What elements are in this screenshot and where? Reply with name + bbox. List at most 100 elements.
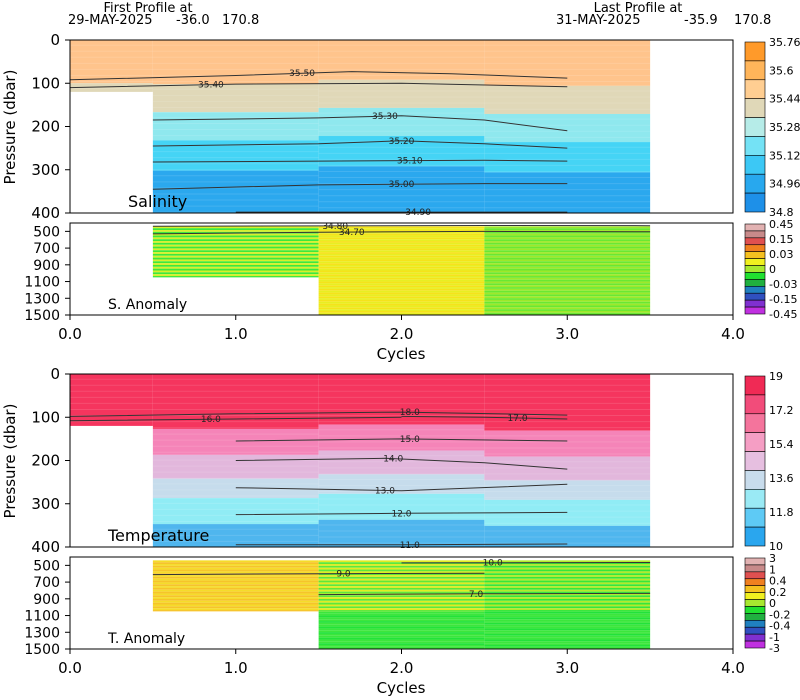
salinity-anomaly-label: S. Anomaly: [108, 297, 187, 313]
field-cell: [152, 454, 319, 479]
anomaly-cell: [152, 569, 319, 572]
colorbar-tick-label: -1: [769, 631, 780, 644]
anomaly-cell: [318, 628, 485, 631]
y-tick-label: 500: [33, 558, 60, 574]
colorbar-segment: [744, 507, 766, 528]
anomaly-cell: [484, 248, 651, 251]
anomaly-cell: [484, 261, 651, 264]
anomaly-cell: [318, 646, 485, 649]
anomaly-cell: [484, 611, 651, 614]
last-profile-date: 31-MAY-2025: [556, 13, 641, 28]
anomaly-cell: [152, 587, 319, 590]
field-cell: [484, 430, 651, 457]
y-tick-label: 1500: [24, 642, 60, 658]
anomaly-cell: [318, 281, 485, 284]
colorbar-tick-label: 35.6: [769, 64, 794, 77]
anomaly-cell: [484, 305, 651, 308]
salinity-field: [70, 40, 651, 213]
y-tick-label: 400: [31, 204, 60, 222]
contour-label: 35.20: [389, 137, 415, 147]
colorbar-tick-label: -0.4: [769, 620, 790, 633]
anomaly-cell: [318, 259, 485, 262]
temperature-anomaly-field: [152, 560, 651, 649]
colorbar-segment: [744, 640, 766, 649]
y-tick-label: 1100: [24, 275, 60, 291]
colorbar-tick-label: 0: [769, 263, 776, 276]
contour-line: [152, 572, 485, 576]
anomaly-cell: [318, 632, 485, 634]
field-cell: [152, 374, 319, 429]
colorbar-tick-label: -0.45: [769, 308, 797, 321]
header: First Profile at 29-MAY-2025 -36.0 170.8…: [68, 1, 771, 28]
anomaly-cell: [152, 264, 319, 267]
anomaly-cell: [484, 560, 651, 563]
anomaly-cell: [318, 310, 485, 313]
salinity-label: Salinity: [128, 192, 187, 211]
x-tick-label: 4.0: [721, 659, 745, 677]
field-cell: [152, 170, 319, 213]
anomaly-cell: [152, 560, 319, 563]
anomaly-cell: [484, 298, 651, 300]
contour-label: 15.0: [400, 435, 420, 445]
anomaly-cell: [484, 621, 651, 623]
anomaly-cell: [484, 276, 651, 278]
contour-line: [235, 457, 568, 470]
anomaly-cell: [318, 237, 485, 240]
anomaly-cell: [152, 233, 319, 236]
anomaly-cell: [484, 252, 651, 254]
anomaly-cell: [484, 608, 651, 611]
colorbar-tick-label: 35.12: [769, 149, 800, 162]
anomaly-cell: [484, 246, 651, 249]
anomaly-cell: [484, 259, 651, 262]
field-cell: [318, 40, 485, 80]
field-cell: [152, 478, 319, 499]
contour-line: [152, 159, 568, 163]
colorbar-segment: [744, 599, 766, 607]
colorbar-segment: [744, 633, 766, 642]
anomaly-cell: [484, 641, 651, 644]
temperature-anomaly-contours: 10.09.07.0: [152, 559, 651, 600]
contour-line: [152, 224, 651, 227]
colorbar-segment: [744, 292, 766, 301]
anomaly-cell: [318, 305, 485, 308]
anomaly-cell: [318, 575, 485, 577]
colorbar-segment: [744, 557, 766, 566]
field-cell: [318, 107, 485, 137]
colorbar-segment: [744, 136, 766, 156]
anomaly-cell: [152, 248, 319, 251]
anomaly-cell: [484, 274, 651, 277]
contour-line: [152, 183, 568, 190]
anomaly-cell: [484, 241, 651, 243]
anomaly-cell: [152, 272, 319, 275]
temperature-anomaly-label: T. Anomaly: [107, 631, 185, 647]
colorbar-segment: [744, 489, 766, 509]
y-tick-label: 100: [31, 408, 60, 426]
y-tick-label: 0: [50, 31, 60, 49]
anomaly-cell: [484, 564, 651, 566]
field-cell: [484, 374, 651, 431]
anomaly-cell: [484, 602, 651, 605]
colorbar-tick-label: -0.15: [769, 293, 797, 306]
anomaly-cell: [318, 587, 485, 590]
anomaly-cell: [152, 257, 319, 260]
anomaly-cell: [318, 602, 485, 605]
anomaly-cell: [484, 630, 651, 633]
contour-line: [69, 82, 568, 89]
anomaly-cell: [318, 582, 485, 585]
anomaly-cell: [484, 622, 651, 625]
y-tick-label: 300: [31, 161, 60, 179]
anomaly-cell: [318, 562, 485, 565]
y-tick-label: 900: [33, 592, 60, 608]
anomaly-cell: [484, 587, 651, 590]
field-cell: [70, 374, 153, 426]
y-tick-label: 400: [31, 538, 60, 556]
anomaly-cell: [318, 630, 485, 633]
field-cell: [484, 113, 651, 143]
contour-line: [401, 415, 568, 420]
first-profile-title: First Profile at: [103, 1, 192, 16]
anomaly-cell: [318, 617, 485, 620]
y-tick-label: 1300: [24, 625, 60, 641]
last-profile-lon: 170.8: [734, 13, 771, 28]
